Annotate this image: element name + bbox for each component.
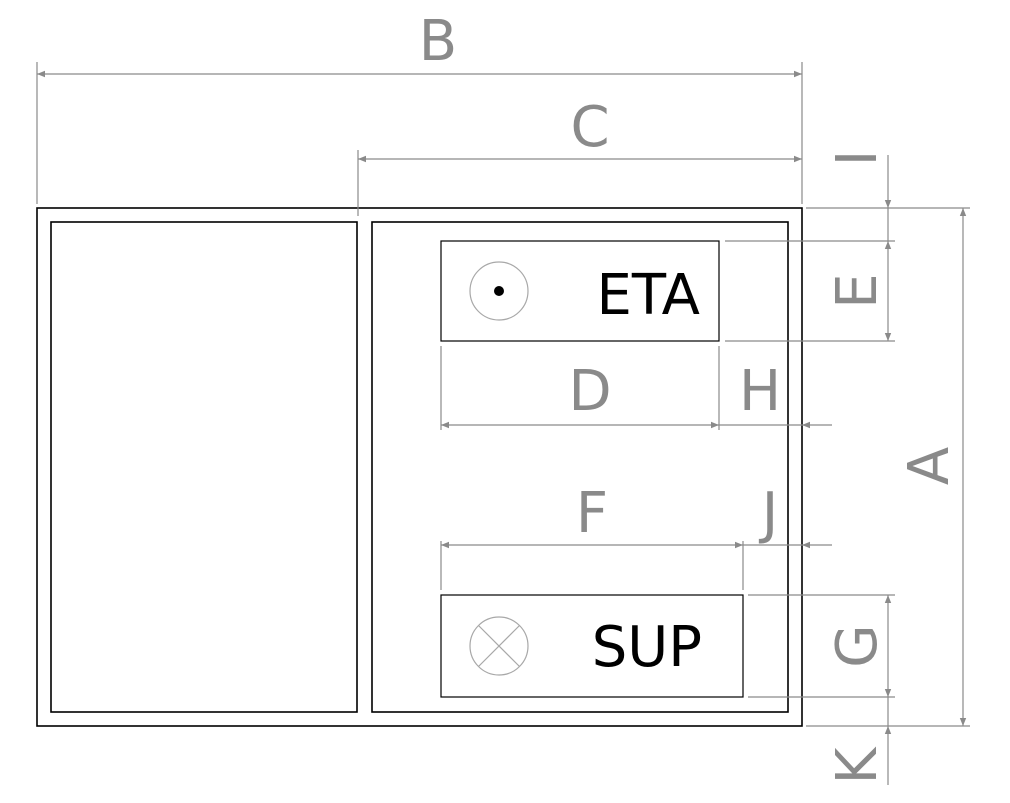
dimension-g: G xyxy=(748,594,895,698)
dimension-f: F xyxy=(440,481,744,590)
left-panel xyxy=(50,221,358,713)
dimension-b-label: B xyxy=(419,9,457,74)
right-panel xyxy=(371,221,789,713)
cross-in-circle-icon xyxy=(469,616,529,676)
dimension-h: H xyxy=(719,359,832,429)
dimension-a: A xyxy=(806,208,970,727)
dot-in-circle-icon xyxy=(469,261,529,321)
dimension-k: K xyxy=(825,697,892,785)
eta-label: ETA xyxy=(596,263,700,328)
dimension-d: D xyxy=(440,346,720,430)
dimension-j: J xyxy=(743,481,832,549)
dimension-c-label: C xyxy=(570,95,609,160)
dimension-k-label: K xyxy=(825,746,890,784)
dimension-c: C xyxy=(357,95,802,216)
sup-box: SUP xyxy=(440,594,744,698)
sup-label: SUP xyxy=(592,615,702,680)
dimension-h-label: H xyxy=(739,359,781,424)
dimension-j-label: J xyxy=(759,481,779,546)
dimension-b: B xyxy=(36,9,803,204)
dimension-d-label: D xyxy=(568,359,611,424)
dimension-f-label: F xyxy=(576,481,608,546)
dimension-g-label: G xyxy=(825,624,890,667)
dimension-e-label: E xyxy=(825,273,890,308)
dimension-e: E xyxy=(725,240,895,342)
eta-box: ETA xyxy=(440,240,720,342)
dimension-i-label: I xyxy=(825,150,890,167)
outer-frame xyxy=(36,207,803,727)
dimension-a-label: A xyxy=(897,447,962,485)
dimension-i: I xyxy=(806,150,970,241)
